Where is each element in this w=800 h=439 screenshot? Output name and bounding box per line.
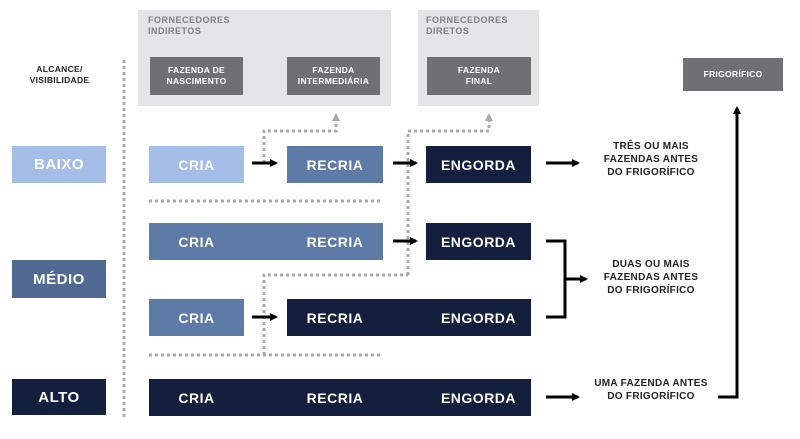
row2-cria-label: CRIA — [178, 233, 215, 250]
level-medium-label: MÉDIO — [33, 270, 85, 288]
outcome-three-or-more: TRÊS OU MAIS FAZENDAS ANTES DO FRIGORÍFI… — [603, 141, 699, 178]
birth-farm-box: FAZENDA DE NASCIMENTO — [150, 57, 243, 95]
level-medium: MÉDIO — [12, 260, 106, 298]
row3-engorda-label: ENGORDA — [440, 309, 517, 326]
outcome-one: UMA FAZENDA ANTES DO FRIGORÍFICO — [594, 378, 708, 402]
slaughterhouse-label: FRIGORÍFICO — [703, 69, 763, 79]
row1-cria-label: CRIA — [178, 156, 215, 173]
level-low-label: BAIXO — [33, 156, 84, 173]
level-high: ALTO — [12, 379, 106, 415]
row2-engorda-bar: ENGORDA — [426, 223, 531, 260]
row4-cria-label: CRIA — [178, 389, 215, 406]
level-low: BAIXO — [12, 146, 106, 183]
final-farm-box: FAZENDA FINAL — [427, 57, 531, 95]
visibility-label: ALCANCE/ VISIBILIDADE — [29, 64, 90, 85]
row1-engorda-bar: ENGORDA — [426, 146, 531, 183]
row1-recria-label: RECRIA — [306, 156, 364, 173]
row1-cria-bar: CRIA — [149, 146, 244, 183]
row2-cria-recria-bar: CRIA RECRIA — [149, 223, 383, 260]
slaughterhouse-box: FRIGORÍFICO — [683, 58, 783, 91]
level-high-label: ALTO — [38, 388, 80, 406]
intermediate-farm-label: FAZENDA INTERMEDIÁRIA — [297, 65, 370, 86]
row4-full-bar: CRIA RECRIA ENGORDA — [149, 379, 531, 416]
row3-recria-label: RECRIA — [306, 309, 364, 326]
row4-engorda-label: ENGORDA — [440, 389, 517, 406]
arrow-to-slaughterhouse — [718, 106, 741, 399]
bracket-two-or-more — [546, 239, 567, 319]
indirect-suppliers-title: FORNECEDORES INDIRETOS — [148, 15, 231, 36]
direct-suppliers-title: FORNECEDORES DIRETOS — [426, 15, 509, 36]
row2-recria-label: RECRIA — [306, 233, 364, 250]
row4-recria-label: RECRIA — [306, 389, 364, 406]
row3-cria-label: CRIA — [178, 309, 215, 326]
birth-farm-label: FAZENDA DE NASCIMENTO — [166, 65, 227, 86]
row1-recria-bar: RECRIA — [287, 146, 383, 183]
intermediate-farm-box: FAZENDA INTERMEDIÁRIA — [287, 57, 380, 95]
outcome-two-or-more: DUAS OU MAIS FAZENDAS ANTES DO FRIGORÍFI… — [603, 259, 699, 296]
row3-cria-bar: CRIA — [149, 299, 244, 336]
row2-engorda-label: ENGORDA — [440, 233, 517, 250]
row1-engorda-label: ENGORDA — [440, 156, 517, 173]
row3-recria-engorda-bar: RECRIA ENGORDA — [287, 299, 531, 336]
final-farm-label: FAZENDA FINAL — [457, 65, 501, 86]
